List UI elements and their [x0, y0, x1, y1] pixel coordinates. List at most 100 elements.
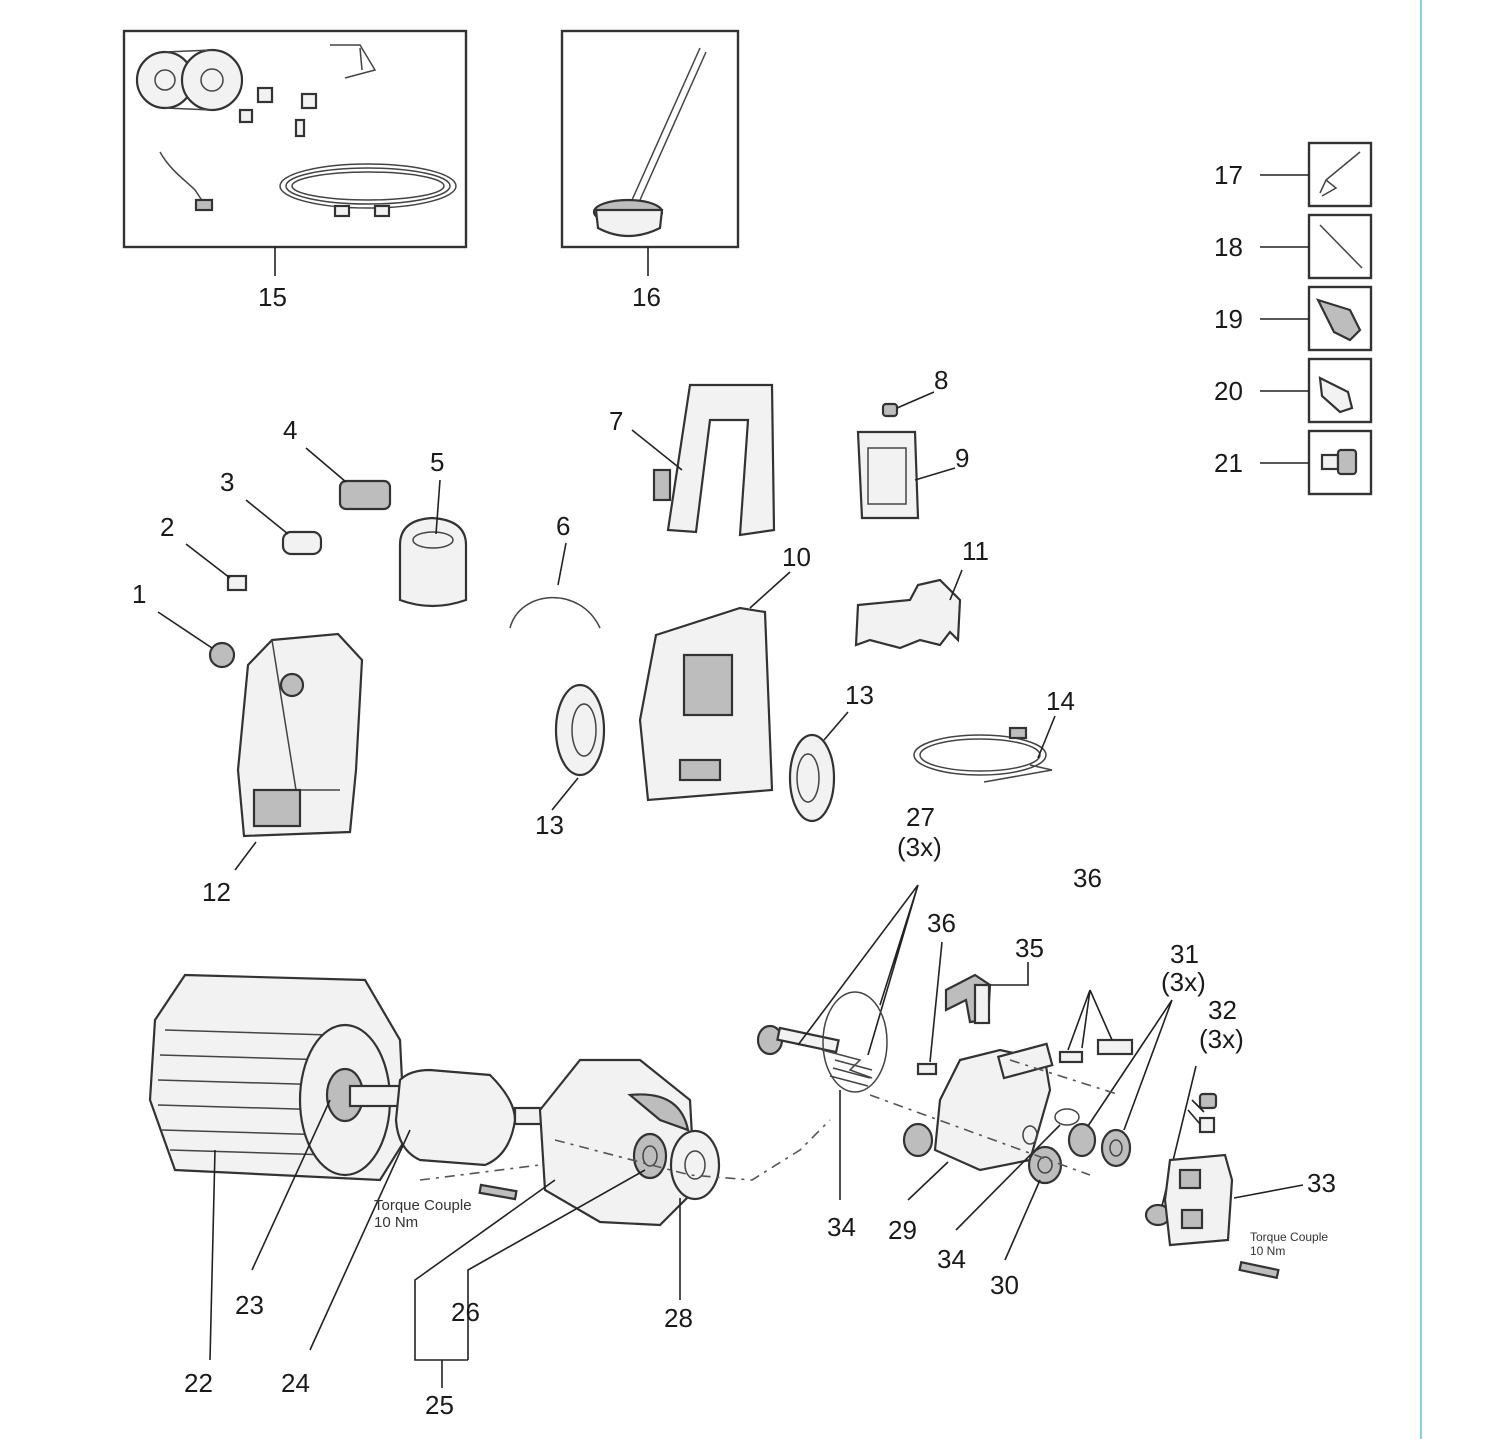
leader-6 — [557, 542, 567, 586]
leader-27 — [797, 884, 919, 1056]
label-13a: 13 — [535, 810, 564, 840]
label-25: 25 — [425, 1390, 454, 1420]
torque-note-right-line1: Torque Couple — [1250, 1230, 1328, 1244]
part-4-filter[interactable] — [338, 479, 392, 511]
label-6: 6 — [556, 511, 570, 541]
part-motor-screw[interactable] — [478, 1183, 518, 1201]
part-9-bracket[interactable] — [856, 430, 920, 520]
part-33-valve-housing[interactable] — [1163, 1153, 1234, 1247]
label-34b: 34 — [937, 1244, 966, 1274]
leader-8 — [896, 391, 935, 409]
leader-25 — [414, 1179, 556, 1388]
label-19: 19 — [1214, 304, 1243, 334]
part-13-wheel-right[interactable] — [788, 733, 836, 823]
leader-34b — [955, 1124, 1061, 1231]
leader-36b — [1067, 989, 1113, 1051]
label-29: 29 — [888, 1215, 917, 1245]
part-36-fitting-right[interactable] — [1058, 1038, 1134, 1064]
part-10-frame[interactable] — [638, 606, 774, 802]
part-20-adjustable-nozzle[interactable] — [1307, 357, 1373, 424]
label-10: 10 — [782, 542, 811, 572]
part-7-handle[interactable] — [652, 383, 776, 537]
part-29-pump-head[interactable] — [902, 1042, 1054, 1172]
label-11: 11 — [962, 536, 989, 566]
part-8-screw[interactable] — [881, 402, 899, 418]
label-7: 7 — [609, 406, 623, 436]
part-14-power-cord[interactable] — [913, 726, 1053, 783]
label-36b: 36 — [1073, 863, 1102, 893]
label-2: 2 — [160, 512, 174, 542]
leader-2 — [185, 543, 231, 579]
label-21: 21 — [1214, 448, 1243, 478]
part-28-swash-plate[interactable] — [669, 1129, 721, 1201]
part-12-housing[interactable] — [236, 632, 364, 838]
label-32-qty: (3x) — [1199, 1024, 1244, 1054]
part-34-o-ring-small[interactable] — [1022, 1108, 1080, 1145]
label-17: 17 — [1214, 160, 1243, 190]
part-2-switch[interactable] — [226, 574, 248, 592]
leader-3 — [245, 499, 289, 535]
part-pump-screw[interactable] — [1238, 1260, 1280, 1280]
part-27-piston[interactable] — [756, 1024, 873, 1079]
leader-24 — [309, 1129, 411, 1351]
label-3: 3 — [220, 467, 234, 497]
label-1: 1 — [132, 579, 146, 609]
label-22: 22 — [184, 1368, 213, 1398]
part-19-turbo-nozzle[interactable] — [1307, 285, 1373, 352]
label-23: 23 — [235, 1290, 264, 1320]
part-15-hose-reel-kit[interactable] — [122, 29, 468, 249]
part-17-spray-gun[interactable] — [1307, 141, 1373, 208]
leader-12 — [234, 841, 257, 871]
leader-11 — [949, 569, 963, 601]
part-34-o-ring-large[interactable] — [822, 991, 888, 1093]
label-14: 14 — [1046, 686, 1075, 716]
label-16: 16 — [632, 282, 661, 312]
part-18-lance[interactable] — [1307, 213, 1373, 280]
part-22-motor-housing[interactable] — [148, 973, 407, 1182]
label-4: 4 — [283, 415, 297, 445]
leader-36a — [929, 941, 943, 1063]
leader-5 — [435, 479, 441, 535]
part-21-hose-connector[interactable] — [1307, 429, 1373, 496]
part-31-seal-set[interactable] — [1067, 1122, 1132, 1168]
torque-note-right-line2: 10 Nm — [1250, 1244, 1285, 1258]
torque-note-left-line1: Torque Couple — [374, 1197, 472, 1214]
part-3-capacitor[interactable] — [281, 530, 323, 556]
part-32-valve-set[interactable] — [1144, 1092, 1218, 1227]
leader-22 — [209, 1149, 216, 1361]
label-13b: 13 — [845, 680, 874, 710]
part-35-cap[interactable] — [944, 973, 992, 1025]
part-16-surface-cleaner[interactable] — [560, 29, 740, 249]
leader-10 — [749, 571, 791, 609]
label-18: 18 — [1214, 232, 1243, 262]
label-20: 20 — [1214, 376, 1243, 406]
label-12: 12 — [202, 877, 231, 907]
part-30-seal[interactable] — [1027, 1145, 1063, 1185]
label-28: 28 — [664, 1303, 693, 1333]
part-6-hose-clip[interactable] — [509, 596, 601, 629]
part-26-bearing[interactable] — [632, 1132, 668, 1180]
label-9: 9 — [955, 443, 969, 473]
label-5: 5 — [430, 447, 444, 477]
label-34a: 34 — [827, 1212, 856, 1242]
label-27-qty: (3x) — [897, 832, 942, 862]
leader-30 — [1004, 1179, 1041, 1261]
part-36-fitting-left[interactable] — [916, 1062, 938, 1076]
leader-35 — [990, 962, 1029, 986]
part-5-cap-housing[interactable] — [398, 516, 468, 608]
part-13-wheel-left[interactable] — [554, 683, 606, 777]
label-35: 35 — [1015, 933, 1044, 963]
label-32: 32 — [1208, 995, 1237, 1025]
leader-23 — [251, 1099, 331, 1271]
label-8: 8 — [934, 365, 948, 395]
leader-4 — [305, 447, 347, 483]
leader-13a — [551, 777, 579, 811]
part-1-knob[interactable] — [208, 641, 236, 669]
leader-13b — [823, 711, 849, 741]
part-11-hose-holder[interactable] — [854, 578, 962, 650]
leader-26 — [467, 1169, 646, 1360]
label-36a: 36 — [927, 908, 956, 938]
label-27: 27 — [906, 802, 935, 832]
leader-29 — [907, 1161, 949, 1201]
